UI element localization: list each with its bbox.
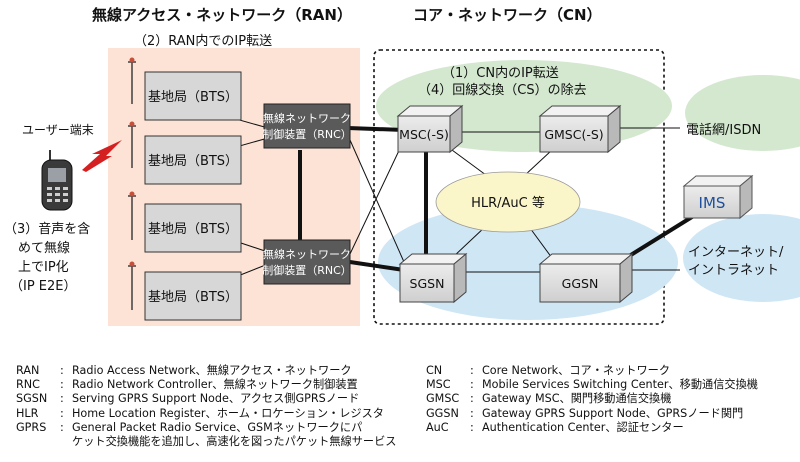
svg-text:制御装置（RNC）: 制御装置（RNC） <box>262 263 352 277</box>
rnc-node: 無線ネットワーク 制御装置（RNC） <box>262 103 352 149</box>
hlr-auc-label: HLR/AuC 等 <box>471 195 545 211</box>
svg-text:基地局（BTS）: 基地局（BTS） <box>148 222 238 237</box>
voice-ip-note-3: 上でIP化 <box>18 260 69 275</box>
svg-text:MSC(-S): MSC(-S) <box>399 127 449 142</box>
ggsn-node: GGSN <box>538 252 634 304</box>
svg-text:制御装置（RNC）: 制御装置（RNC） <box>262 127 352 141</box>
legend-item: CN:Core Network、コア・ネットワーク <box>426 364 671 377</box>
phone-net-cloud <box>685 75 800 151</box>
antenna-tower-icon <box>128 57 136 310</box>
svg-text:無線ネットワーク: 無線ネットワーク <box>263 111 351 125</box>
msc-node: MSC(-S) <box>396 104 464 154</box>
hlr-auc-node <box>435 171 581 233</box>
bts-node: 基地局（BTS） <box>144 135 242 185</box>
legend-item: SGSN:Serving GPRS Support Node、アクセス側GPRS… <box>16 392 360 406</box>
legend-item: MSC:Mobile Services Switching Center、移動通… <box>426 378 758 392</box>
internet-label: インターネット/ <box>688 245 784 260</box>
legend-item: RAN:Radio Access Network、無線アクセス・ネットワーク <box>16 364 352 377</box>
svg-text:GGSN: GGSN <box>562 276 599 291</box>
legend-item: GPRS:General Packet Radio Service、GSMネット… <box>16 420 363 434</box>
voice-ip-note-1: （3）音声を含 <box>4 221 90 237</box>
legend-item: HLR:Home Location Register、ホーム・ロケーション・レジ… <box>16 406 384 420</box>
svg-text:SGSN: SGSN <box>410 276 445 291</box>
ims-node: IMS <box>682 174 754 220</box>
cs-removal-note: （4）回線交換（CS）の除去 <box>418 82 587 98</box>
voice-ip-note-4: （IP E2E） <box>10 279 77 294</box>
ran-heading: 無線アクセス・ネットワーク（RAN） <box>92 6 352 24</box>
network-diagram: 無線アクセス・ネットワーク（RAN） コア・ネットワーク（CN） （2）RAN内… <box>4 6 800 326</box>
legend-right-column: CN:Core Network、コア・ネットワーク MSC:Mobile Ser… <box>426 364 758 435</box>
bts-node: 基地局（BTS） <box>144 271 242 321</box>
svg-text:IMS: IMS <box>699 194 726 212</box>
svg-text:基地局（BTS）: 基地局（BTS） <box>148 154 238 169</box>
user-terminal-label: ユーザー端末 <box>22 123 94 137</box>
legend-item: GGSN:Gateway GPRS Support Node、GPRSノード関門 <box>426 406 744 420</box>
legend-item: AuC:Authentication Center、認証センター <box>426 420 684 434</box>
cn-ip-note: （1）CN内のIP転送 <box>442 65 559 81</box>
ran-ip-note: （2）RAN内でのIP転送 <box>134 33 272 49</box>
svg-text:GMSC(-S): GMSC(-S) <box>544 127 603 142</box>
voice-ip-note-2: めて無線 <box>18 240 70 256</box>
svg-text:基地局（BTS）: 基地局（BTS） <box>148 90 238 105</box>
phone-net-label: 電話網/ISDN <box>686 122 761 138</box>
gmsc-node: GMSC(-S) <box>538 104 622 154</box>
svg-text:基地局（BTS）: 基地局（BTS） <box>148 290 238 305</box>
bts-node: 基地局（BTS） <box>144 203 242 253</box>
svg-text:無線ネットワーク: 無線ネットワーク <box>263 247 351 261</box>
legend-item: GMSC:Gateway MSC、関門移動通信交換機 <box>426 392 672 406</box>
intranet-label: イントラネット <box>688 263 779 278</box>
legend-item: RNC:Radio Network Controller、無線ネットワーク制御装… <box>16 378 358 392</box>
rnc-node: 無線ネットワーク 制御装置（RNC） <box>262 239 352 285</box>
legend-item-continuation: ケット交換機能を追加し、高速化を図ったパケット無線サービス <box>72 435 397 449</box>
cn-heading: コア・ネットワーク（CN） <box>413 6 602 24</box>
internet-cloud <box>683 214 800 302</box>
bts-node: 基地局（BTS） <box>144 71 242 121</box>
sgsn-node: SGSN <box>398 252 468 304</box>
mobile-phone-icon <box>41 150 73 211</box>
legend-left-column: RAN:Radio Access Network、無線アクセス・ネットワーク R… <box>16 364 396 449</box>
lightning-bolt-icon <box>82 140 122 172</box>
